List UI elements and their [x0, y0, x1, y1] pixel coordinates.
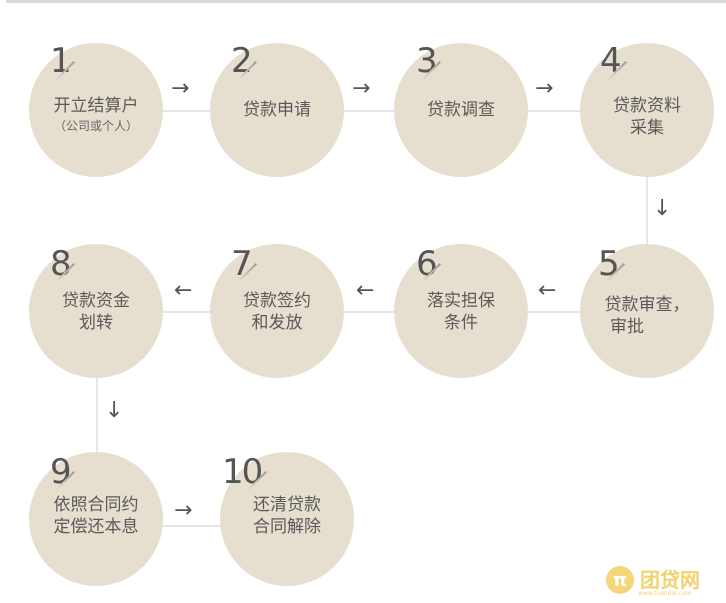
step-7: 贷款签约 和发放 — [210, 244, 344, 378]
step-9: 依照合同约 定偿还本息 — [29, 452, 163, 586]
step-2-number: 2 — [231, 41, 253, 81]
watermark-name: 团贷网 — [640, 568, 700, 592]
step-1-label: 开立结算户 — [53, 96, 139, 116]
step-5: 贷款审查， 审批 — [580, 244, 714, 378]
step-5-label: 贷款审查， — [604, 295, 690, 315]
step-10: 还清贷款 合同解除 — [220, 452, 354, 586]
step-10-label-line2: 合同解除 — [253, 517, 321, 537]
step-3-label: 贷款调查 — [427, 100, 495, 120]
arrow-left-icon: ← — [538, 278, 557, 303]
step-6: 落实担保 条件 — [394, 244, 528, 378]
step-6-label: 落实担保 — [427, 291, 495, 311]
arrow-down-icon: ↓ — [105, 398, 124, 423]
arrow-left-icon: ← — [174, 278, 193, 303]
step-4-label: 贷款资料 — [613, 96, 681, 116]
step-8-label: 贷款资金 — [62, 291, 130, 311]
step-2: 贷款申请 — [210, 43, 344, 177]
step-3: 贷款调查 — [394, 43, 528, 177]
step-6-label-line2: 条件 — [444, 313, 478, 333]
step-10-number: 10 — [222, 452, 263, 492]
step-9-label-line2: 定偿还本息 — [53, 517, 139, 537]
step-8-label-line2: 划转 — [79, 313, 113, 333]
step-7-label-line2: 和发放 — [251, 313, 303, 333]
arrow-right-icon: → — [535, 76, 554, 101]
step-10-label: 还清贷款 — [253, 495, 321, 515]
arrow-right-icon: → — [174, 498, 193, 523]
connector-8-9 — [96, 311, 98, 514]
connector-row1 — [96, 110, 647, 112]
step-2-label: 贷款申请 — [243, 100, 311, 120]
step-7-label: 贷款签约 — [243, 291, 311, 311]
step-4-label-line2: 采集 — [630, 118, 664, 138]
step-4-number: 4 — [600, 41, 622, 81]
arrow-right-icon: → — [352, 76, 371, 101]
watermark-logo: π 团贷网 www.tuandai.com — [606, 566, 700, 597]
step-9-label: 依照合同约 — [53, 495, 139, 515]
pi-logo-icon: π — [606, 566, 634, 594]
connector-4-5 — [646, 110, 648, 311]
step-8: 贷款资金 划转 — [29, 244, 163, 378]
arrow-right-icon: → — [171, 76, 190, 101]
step-1: 开立结算户 （公司或个人） — [29, 43, 163, 177]
step-5-number: 5 — [598, 244, 620, 284]
step-4: 贷款资料 采集 — [580, 43, 714, 177]
arrow-left-icon: ← — [356, 278, 375, 303]
connector-row3 — [96, 525, 286, 527]
arrow-down-icon: ↓ — [653, 196, 672, 221]
watermark-url: www.tuandai.com — [638, 590, 692, 597]
step-5-label-line2: 审批 — [610, 317, 644, 337]
connector-row2 — [96, 311, 647, 313]
step-1-sublabel: （公司或个人） — [53, 119, 138, 133]
top-border — [6, 0, 726, 3]
